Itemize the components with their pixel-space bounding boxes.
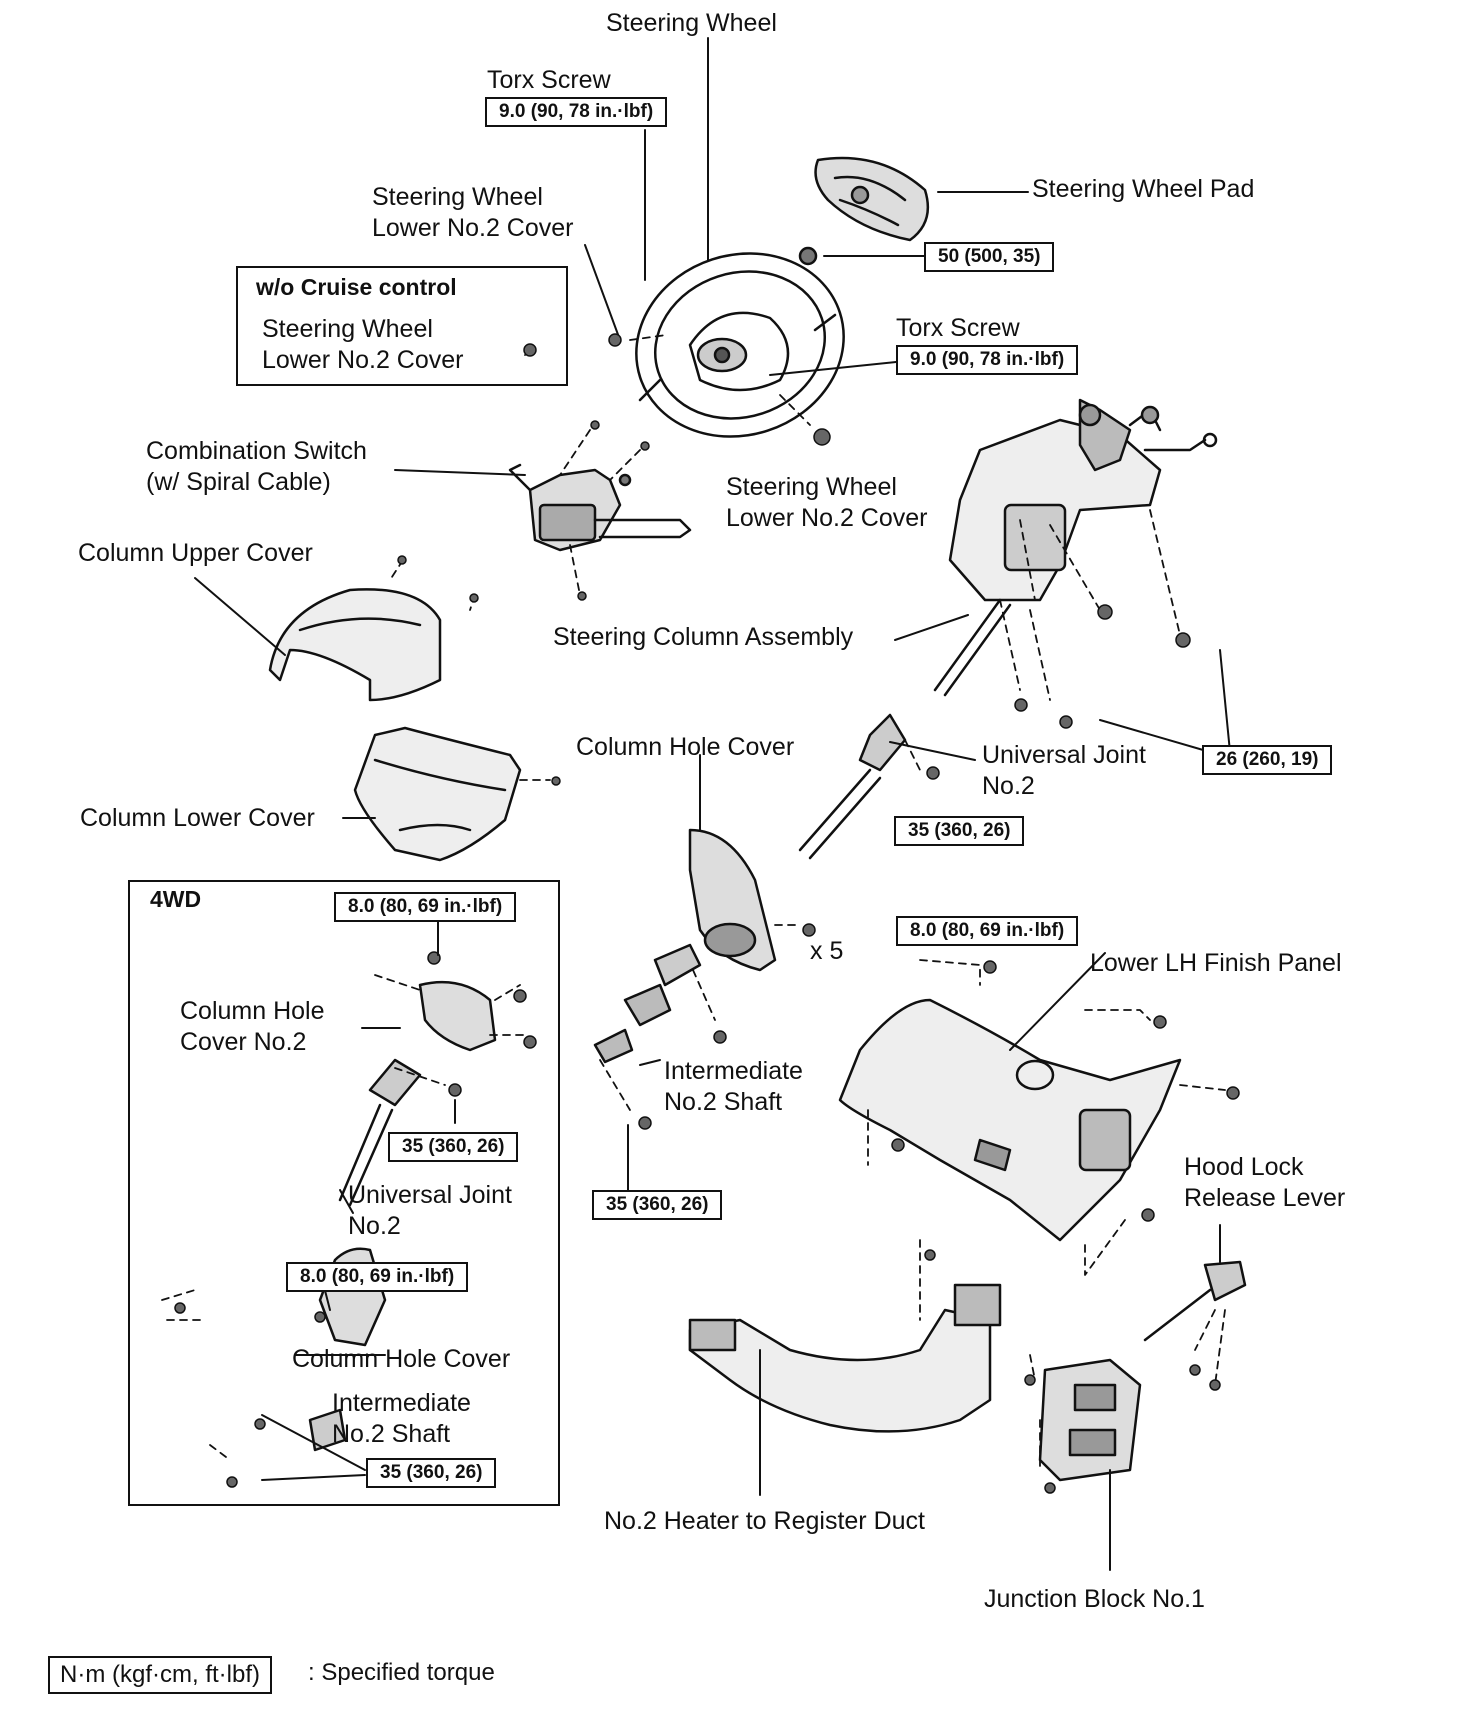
fourwd-torque-uj: 35 (360, 26) [388, 1132, 519, 1162]
combination-switch-part [508, 463, 692, 552]
pad-nut [798, 246, 818, 266]
heater-duct-label: No.2 Heater to Register Duct [604, 1507, 925, 1535]
torque-torx-top: 9.0 (90, 78 in.·lbf) [485, 97, 668, 127]
torque-pad: 50 (500, 35) [924, 242, 1055, 272]
column-lower-cover-label: Column Lower Cover [80, 804, 315, 832]
lower-lh-finish-panel-label: Lower LH Finish Panel [1090, 949, 1342, 977]
torx-screw-right-label: Torx Screw [896, 314, 1020, 342]
torque-uj-no2: 35 (360, 26) [894, 816, 1025, 846]
wo-cruise-box [236, 266, 568, 386]
fourwd-box [128, 880, 560, 1506]
column-hole-cover-label: Column Hole Cover [576, 733, 795, 761]
heater-duct-part [688, 1283, 1002, 1433]
fourwd-torque-int: 35 (360, 26) [366, 1458, 497, 1488]
steering-wheel-label: Steering Wheel [606, 9, 777, 37]
fourwd-torque-hole: 8.0 (80, 69 in.·lbf) [286, 1262, 469, 1292]
steering-wheel-pad-part [814, 156, 930, 242]
fourwd-column-hole-cover-label: Column Hole Cover [292, 1345, 511, 1373]
torque-torx-right: 9.0 (90, 78 in.·lbf) [896, 345, 1079, 375]
lower-lh-finish-panel-part [838, 998, 1182, 1242]
steering-column-assembly-part [933, 398, 1218, 697]
column-upper-cover-part [268, 588, 442, 702]
combination-switch-label: Combination Switch(w/ Spiral Cable) [146, 437, 367, 496]
fourwd-torque-top: 8.0 (80, 69 in.·lbf) [334, 892, 517, 922]
torque-int-shaft: 35 (360, 26) [592, 1190, 723, 1220]
junction-block-label: Junction Block No.1 [984, 1585, 1205, 1613]
universal-joint-no2-part [798, 713, 907, 860]
x5-label: x 5 [810, 937, 844, 965]
hood-lock-release-lever-part [1143, 1260, 1247, 1342]
leader-lines [194, 37, 1231, 1571]
torx-screw-top-label: Torx Screw [487, 66, 611, 94]
legend-description: : Specified torque [308, 1659, 495, 1686]
steering-column-assembly-label: Steering Column Assembly [553, 623, 854, 651]
torque-hole-cover: 8.0 (80, 69 in.·lbf) [896, 916, 1079, 946]
steering-wheel-part [635, 252, 845, 438]
intermediate-no2-shaft-part [593, 943, 702, 1064]
wo-cruise-title: w/o Cruise control [256, 274, 457, 300]
column-upper-cover-label: Column Upper Cover [78, 539, 313, 567]
column-hole-cover-part [688, 828, 777, 972]
junction-block-part [1038, 1358, 1142, 1482]
fourwd-title: 4WD [150, 886, 202, 912]
legend-unit-box: N·m (kgf·cm, ft·lbf) [48, 1656, 272, 1694]
torque-column-bolts: 26 (260, 19) [1202, 745, 1333, 775]
steering-wheel-pad-label: Steering Wheel Pad [1032, 175, 1255, 203]
column-lower-cover-part [353, 726, 522, 862]
fasteners [174, 333, 1240, 1494]
